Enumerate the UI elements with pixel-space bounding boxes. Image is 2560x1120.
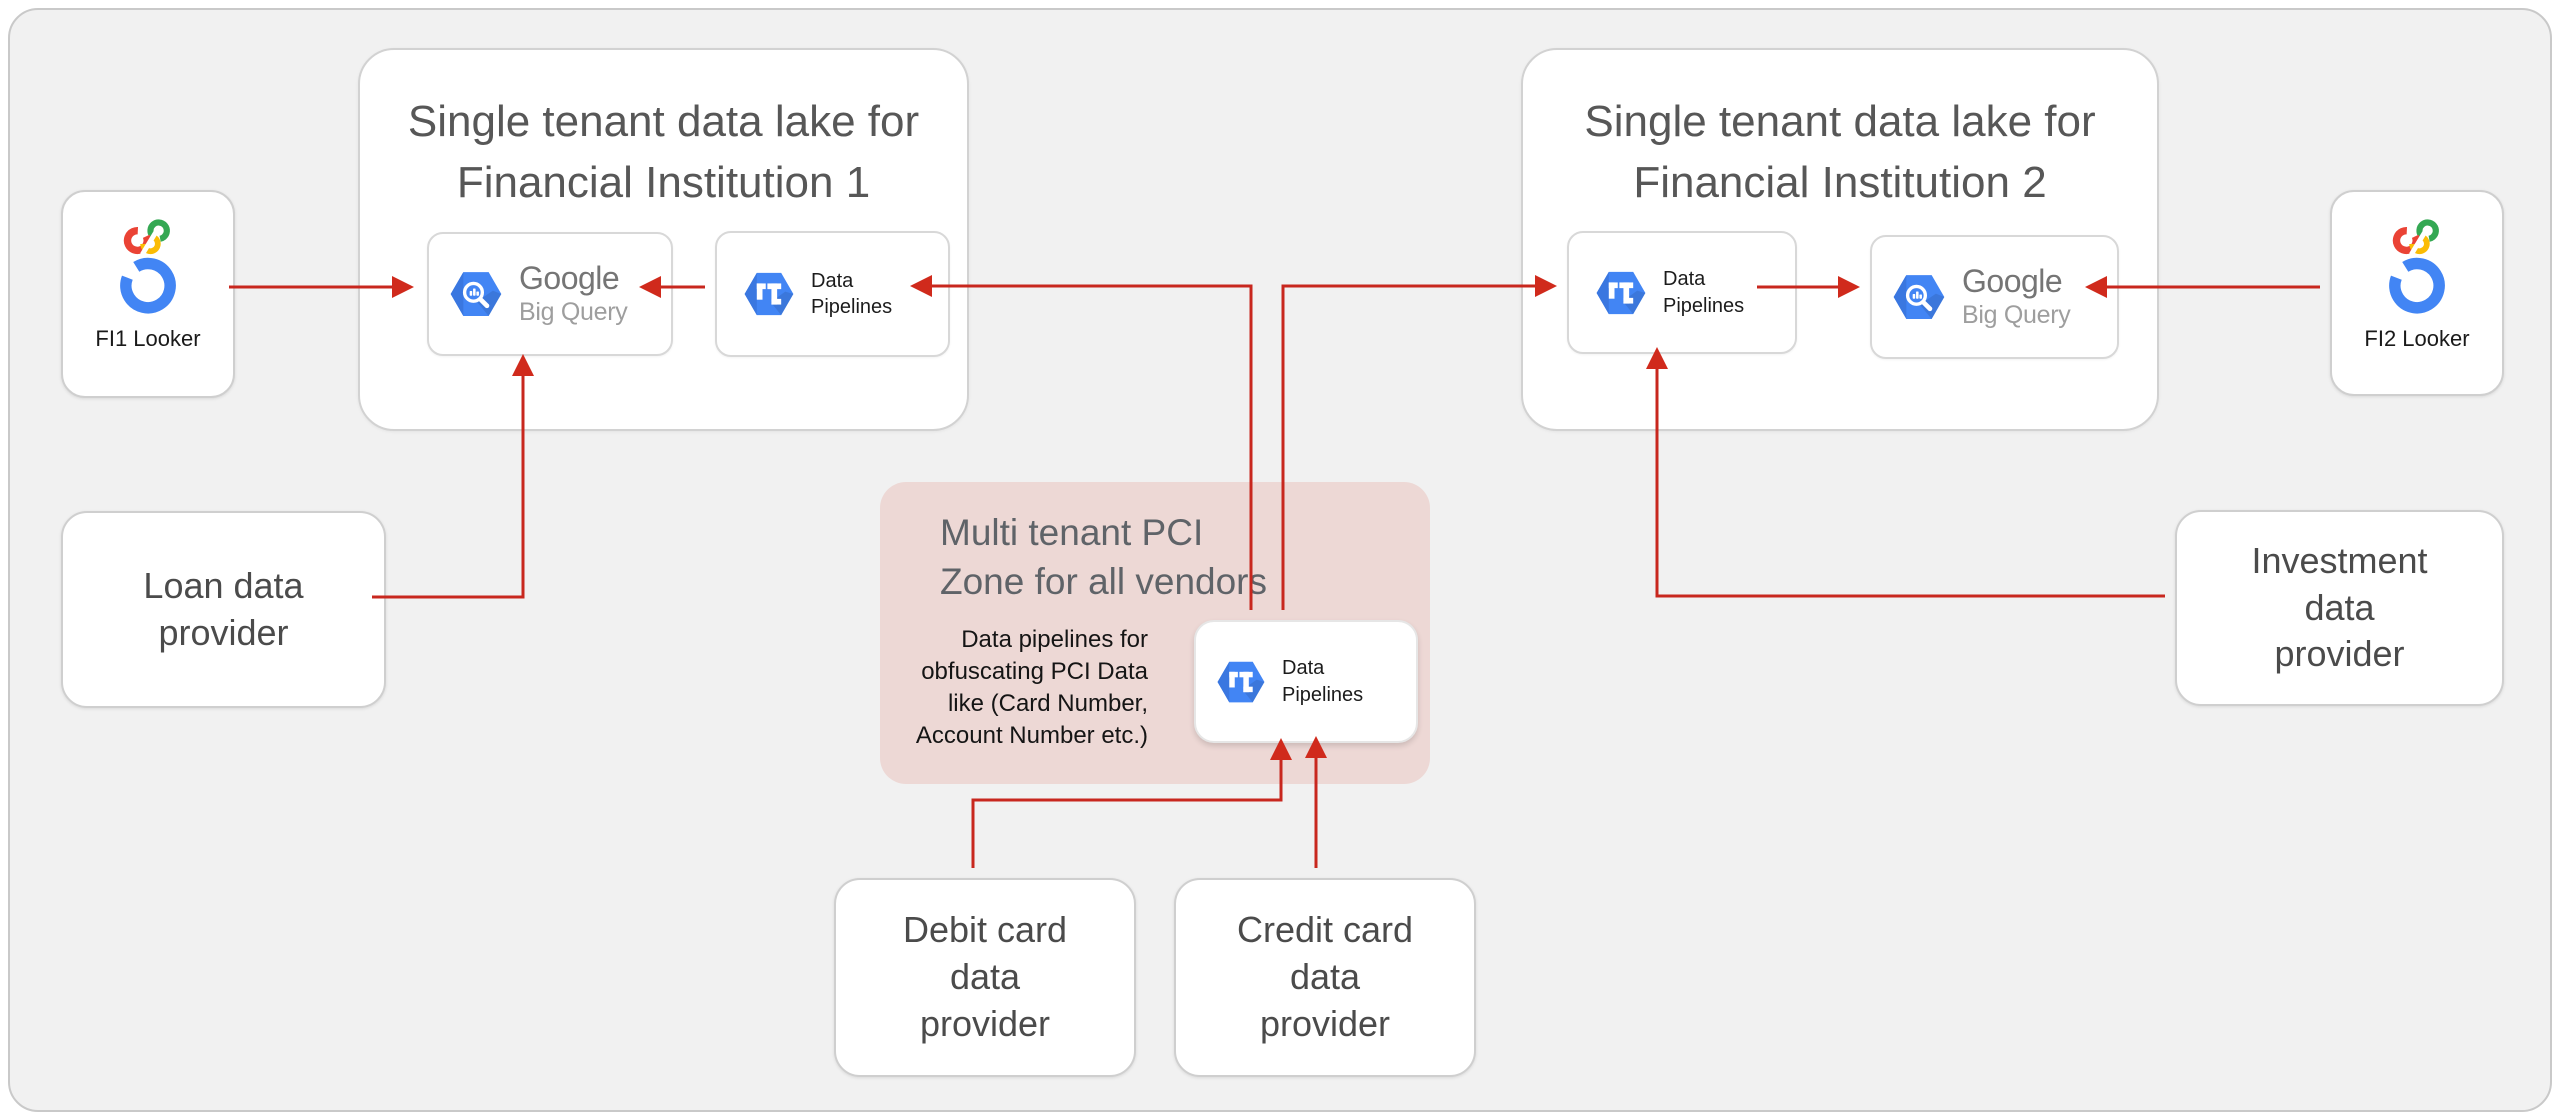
looker-fi2-label: FI2 Looker xyxy=(2364,326,2470,351)
node-looker-fi2: FI2 Looker xyxy=(2330,190,2504,396)
provider-loan: Loan data provider xyxy=(61,511,386,708)
provider-credit-card: Credit card data provider xyxy=(1174,878,1476,1077)
provider-debit-card-label: Debit card data provider xyxy=(902,909,1068,1044)
data-pipelines-icon xyxy=(1596,271,1646,314)
node-looker-fi1: FI1 Looker xyxy=(61,190,235,398)
pci-zone-title: Multi tenant PCI Zone for all vendors xyxy=(940,512,1268,603)
diagram-canvas: Single tenant data lake for Financial In… xyxy=(8,8,2552,1112)
looker-fi1-label: FI1 Looker xyxy=(95,326,201,351)
bigquery-icon xyxy=(450,272,502,316)
data-pipelines-icon xyxy=(744,272,794,316)
bigquery-lockup: Google Big Query xyxy=(1962,262,2071,329)
bigquery-icon xyxy=(1893,275,1945,319)
node-data-pipelines-pci: Data Pipelines xyxy=(1194,620,1418,743)
node-bigquery-fi1: Google Big Query xyxy=(427,232,673,356)
data-lake-fi1-title: Single tenant data lake for Financial In… xyxy=(407,97,920,207)
data-pipelines-label: Data Pipelines xyxy=(1663,268,1745,317)
provider-investment-label: Investment data provider xyxy=(2251,539,2428,675)
provider-loan-label: Loan data provider xyxy=(143,564,304,653)
provider-debit-card: Debit card data provider xyxy=(834,878,1136,1077)
looker-icon xyxy=(120,219,176,314)
bigquery-lockup: Google Big Query xyxy=(519,259,628,326)
data-lake-fi2-title: Single tenant data lake for Financial In… xyxy=(1584,97,2096,207)
pci-zone-note: Data pipelines for obfuscating PCI Data … xyxy=(915,626,1148,750)
google-brand-text: Google xyxy=(519,259,620,296)
data-pipelines-label: Data Pipelines xyxy=(1282,657,1364,706)
looker-icon xyxy=(2389,219,2445,314)
bigquery-product-text: Big Query xyxy=(1962,300,2071,329)
bigquery-product-text: Big Query xyxy=(519,297,628,326)
google-brand-text: Google xyxy=(1962,262,2063,299)
node-data-pipelines-fi2: Data Pipelines xyxy=(1567,231,1797,354)
data-pipelines-label: Data Pipelines xyxy=(811,269,893,318)
node-bigquery-fi2: Google Big Query xyxy=(1870,235,2119,359)
provider-credit-card-label: Credit card data provider xyxy=(1236,909,1414,1044)
data-pipelines-icon xyxy=(1217,661,1265,702)
node-data-pipelines-fi1: Data Pipelines xyxy=(715,231,950,357)
provider-investment: Investment data provider xyxy=(2175,510,2504,706)
